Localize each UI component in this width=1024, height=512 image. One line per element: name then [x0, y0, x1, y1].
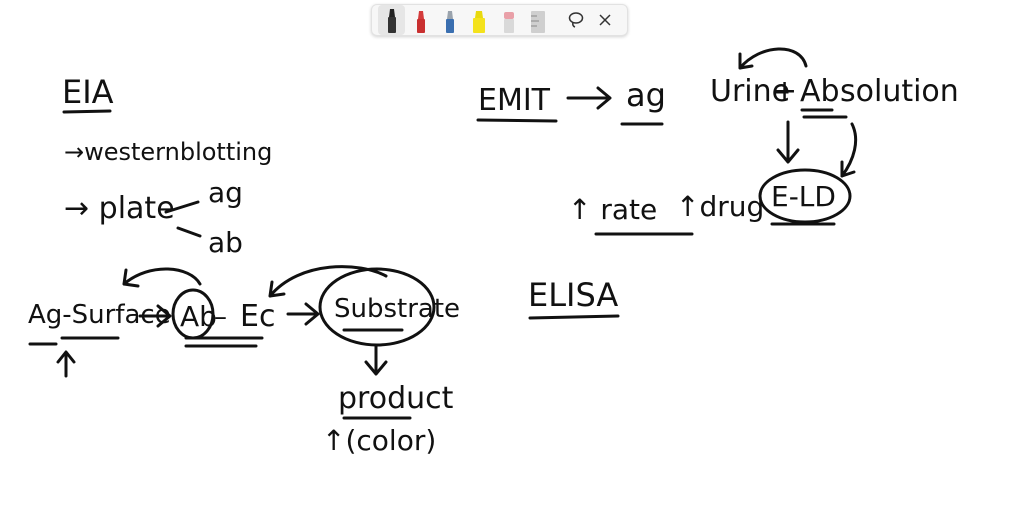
pen-icon	[416, 11, 425, 33]
plate-ab-text: ab	[208, 226, 243, 259]
substrate-curved-arrow	[268, 265, 388, 298]
western-blotting-text: →westernblotting	[64, 138, 272, 166]
plate-branch-line-lower	[176, 226, 202, 238]
arrow-to-substrate	[286, 302, 320, 326]
color-up-text: ↑(color)	[322, 424, 436, 457]
highlighter-tool[interactable]	[466, 5, 493, 35]
urine-text: Urine	[710, 74, 790, 109]
ruler-tool[interactable]	[524, 5, 551, 35]
solution-curved-arrow	[840, 122, 858, 178]
ab-solution-ab-text: Ab	[800, 74, 840, 109]
lasso-select-tool[interactable]	[562, 5, 589, 35]
plate-text: → plate	[64, 191, 175, 226]
ab-curved-arrow	[122, 267, 202, 288]
plate-branch-line-upper	[164, 200, 200, 214]
lasso-icon	[568, 12, 584, 28]
urine-curved-arrow	[738, 47, 808, 70]
substrate-text: Substrate	[334, 294, 460, 324]
blue-pen-tool[interactable]	[436, 5, 463, 35]
pen-icon	[387, 9, 396, 33]
product-text: product	[338, 381, 454, 416]
arrow-to-ag	[566, 86, 612, 110]
eia-heading: EIA	[62, 73, 114, 111]
elisa-heading: ELISA	[528, 276, 618, 314]
arrow-to-product	[364, 344, 388, 376]
eld-circle	[758, 168, 852, 224]
elisa-underline	[528, 314, 620, 320]
eld-text: E-LD	[771, 180, 836, 213]
eraser-tool[interactable]	[495, 5, 522, 35]
solution-text: solution	[840, 74, 959, 109]
emit-heading: EMIT	[478, 83, 551, 118]
eraser-icon	[503, 12, 514, 33]
pen-icon	[446, 11, 455, 33]
rate-text: ↑ rate	[568, 193, 657, 226]
drug-text: ↑drug	[676, 190, 764, 223]
ag-up-arrow	[56, 350, 76, 378]
emit-ag-text: ag	[626, 76, 666, 114]
ab-ec-dash: –	[214, 302, 227, 332]
ec-text: Ec	[240, 299, 275, 334]
drawing-toolbar	[371, 4, 628, 36]
highlighter-icon	[473, 11, 486, 33]
eia-underline	[62, 109, 112, 114]
red-pen-tool[interactable]	[407, 5, 434, 35]
emit-underline	[476, 118, 558, 123]
ab-text: Ab	[180, 300, 217, 333]
ab-solution-underline	[800, 108, 848, 119]
black-pen-tool[interactable]	[378, 5, 406, 35]
ruler-icon	[530, 11, 545, 33]
arrow-down-to-eld	[776, 120, 800, 164]
arrow-to-ab	[138, 304, 172, 328]
plus-text: +	[772, 74, 797, 109]
plate-ag-text: ag	[208, 176, 243, 209]
close-icon	[599, 14, 611, 26]
close-toolbar-button[interactable]	[592, 5, 619, 35]
